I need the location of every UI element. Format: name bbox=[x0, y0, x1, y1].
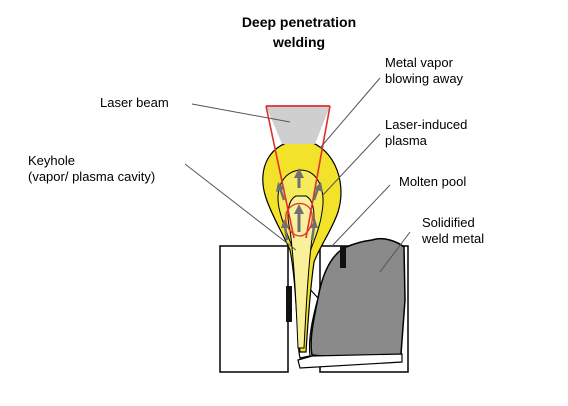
label-plasma-line2: plasma bbox=[385, 133, 428, 148]
vapor-arrow-right-lower-head bbox=[310, 219, 318, 228]
leader-solidified bbox=[379, 231, 411, 273]
leader-laser-beam bbox=[191, 103, 291, 123]
weld-bottom bbox=[297, 353, 403, 369]
vapor-arrow-center-mid-head bbox=[294, 204, 304, 214]
label-plasma-line1: Laser-induced bbox=[385, 117, 467, 132]
label-molten-pool: Molten pool bbox=[399, 174, 466, 189]
leader-molten-pool bbox=[331, 184, 391, 247]
label-solidified-line1: Solidified bbox=[422, 215, 475, 230]
vapor-arrow-right-upper-head bbox=[314, 182, 323, 192]
label-laser-beam: Laser beam bbox=[100, 95, 169, 110]
laser-focus-oval bbox=[285, 202, 313, 237]
leader-keyhole bbox=[184, 163, 297, 251]
pool-edge-marker-left bbox=[286, 286, 292, 322]
vapor-arrow-left-lower bbox=[283, 225, 289, 241]
label-keyhole-line1: Keyhole bbox=[28, 153, 75, 168]
laser-beam-edge-left bbox=[265, 105, 295, 239]
label-metal-vapor-line2: blowing away bbox=[385, 71, 464, 86]
leader-lines bbox=[184, 77, 411, 273]
label-solidified-line2: weld metal bbox=[421, 231, 484, 246]
label-keyhole-line2: (vapor/ plasma cavity) bbox=[28, 169, 155, 184]
vapor-arrows bbox=[276, 168, 323, 241]
vapor-arrow-right-lower bbox=[310, 225, 316, 241]
diagram-title-line2: welding bbox=[272, 34, 325, 50]
vapor-arrow-center-top-head bbox=[294, 168, 304, 178]
label-metal-vapor-line1: Metal vapor bbox=[385, 55, 454, 70]
leader-metal-vapor bbox=[319, 77, 381, 149]
laser-beam bbox=[266, 106, 330, 144]
laser-beam-edge-right bbox=[305, 105, 331, 239]
vapor-arrow-left-upper-head bbox=[276, 182, 285, 192]
workpiece-left bbox=[219, 245, 289, 373]
diagram-title-line1: Deep penetration bbox=[242, 14, 356, 30]
vapor-arrow-left-lower-head bbox=[281, 219, 289, 228]
leader-plasma bbox=[321, 133, 381, 197]
pool-edge-marker-right bbox=[340, 246, 346, 268]
